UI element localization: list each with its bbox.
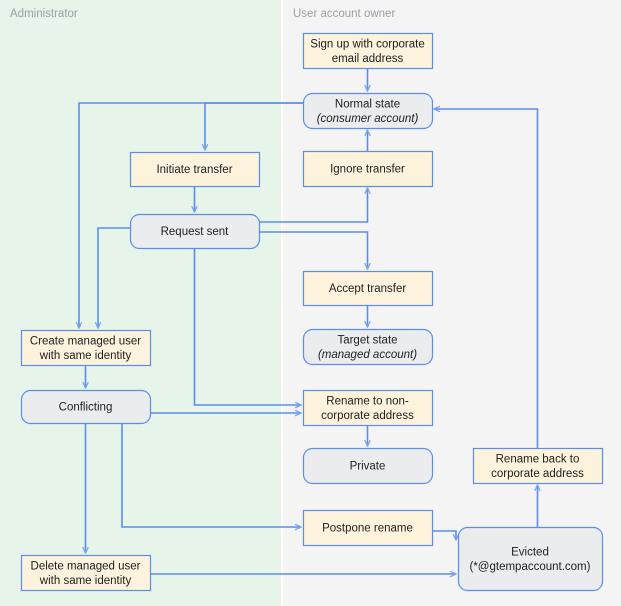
node-label-line: Target state <box>337 334 397 346</box>
node-delete-managed-user[interactable]: Delete managed user with same identity <box>20 554 152 592</box>
node-box[interactable] <box>20 554 152 592</box>
node-box[interactable] <box>457 526 604 592</box>
edge-conflicting-to-postpone-rename <box>121 423 301 527</box>
node-postpone-rename[interactable]: Postpone rename <box>302 509 434 547</box>
edge-normal-to-create-managed-user <box>79 102 303 328</box>
node-label-line: email address <box>332 53 404 65</box>
edge-request-sent-to-create-managed-user <box>98 227 130 328</box>
swimlane-administrator: Administrator <box>0 0 281 606</box>
node-conflicting[interactable]: Conflicting <box>20 389 152 425</box>
node-label-line: Rename to non- <box>326 395 409 407</box>
swimlane-background <box>0 0 281 606</box>
node-label-line: Normal state <box>335 98 400 110</box>
node-rename-back-to-corporate[interactable]: Rename back to corporate address <box>472 447 604 485</box>
node-label-line: (consumer account) <box>317 113 419 125</box>
edge-request-sent-to-ignore <box>259 188 368 223</box>
node-label-line: Initiate transfer <box>156 164 232 176</box>
node-label-line: Conflicting <box>59 402 113 414</box>
swimlane-label: Administrator <box>10 8 78 20</box>
node-box[interactable] <box>20 329 152 367</box>
node-private[interactable]: Private <box>302 447 434 485</box>
edge-request-sent-to-accept <box>259 231 368 269</box>
nodes-layer: Sign up with corporate email addressNorma… <box>20 32 604 592</box>
node-label-line: Rename back to <box>496 453 580 465</box>
node-rename-to-non-corporate[interactable]: Rename to non-corporate address <box>302 389 434 427</box>
node-label-line: corporate address <box>321 410 414 422</box>
node-box[interactable] <box>302 32 434 70</box>
node-accept-transfer[interactable]: Accept transfer <box>302 270 434 307</box>
node-box[interactable] <box>302 447 434 485</box>
node-label-line: (*@gtempaccount.com) <box>470 561 591 573</box>
node-label-line: Private <box>350 461 386 473</box>
node-sign-up[interactable]: Sign up with corporate email address <box>302 32 434 70</box>
edge-request-sent-to-rename-non-corporate <box>193 248 302 405</box>
node-target-state[interactable]: Target state (managed account) <box>302 328 434 366</box>
edge-postpone-rename-to-evicted <box>432 530 456 540</box>
node-label-line: Evicted <box>511 546 549 558</box>
node-box[interactable] <box>302 328 434 366</box>
node-label-line: Request sent <box>161 226 230 238</box>
node-box[interactable] <box>129 151 261 188</box>
node-box[interactable] <box>302 509 434 547</box>
edge-rename-back-to-normal <box>434 109 539 448</box>
node-box[interactable] <box>302 389 434 427</box>
node-label-line: Delete managed user <box>31 560 141 572</box>
node-label-line: with same identity <box>39 350 132 362</box>
node-label-line: corporate address <box>491 468 584 480</box>
node-normal-state[interactable]: Normal state (consumer account) <box>302 92 434 130</box>
node-label-line: (managed account) <box>318 349 417 361</box>
node-label-line: Sign up with corporate <box>310 38 424 50</box>
node-initiate-transfer[interactable]: Initiate transfer <box>129 151 261 188</box>
node-box[interactable] <box>302 270 434 307</box>
node-box[interactable] <box>302 92 434 130</box>
node-label-line: Ignore transfer <box>330 164 405 176</box>
node-label-line: Postpone rename <box>322 523 413 535</box>
node-box[interactable] <box>20 389 152 425</box>
node-label-line: with same identity <box>39 575 132 587</box>
node-label-line: Create managed user <box>30 335 141 347</box>
edges-layer <box>79 68 538 574</box>
node-request-sent[interactable]: Request sent <box>129 213 261 250</box>
node-create-managed-user[interactable]: Create managed user with same identity <box>20 329 152 367</box>
node-evicted[interactable]: Evicted (*@gtempaccount.com) <box>457 526 604 592</box>
node-label-line: Accept transfer <box>329 283 407 295</box>
node-box[interactable] <box>302 150 434 188</box>
node-box[interactable] <box>472 447 604 485</box>
swimlane-label: User account owner <box>293 8 395 20</box>
node-ignore-transfer[interactable]: Ignore transfer <box>302 150 434 188</box>
node-box[interactable] <box>129 213 261 250</box>
